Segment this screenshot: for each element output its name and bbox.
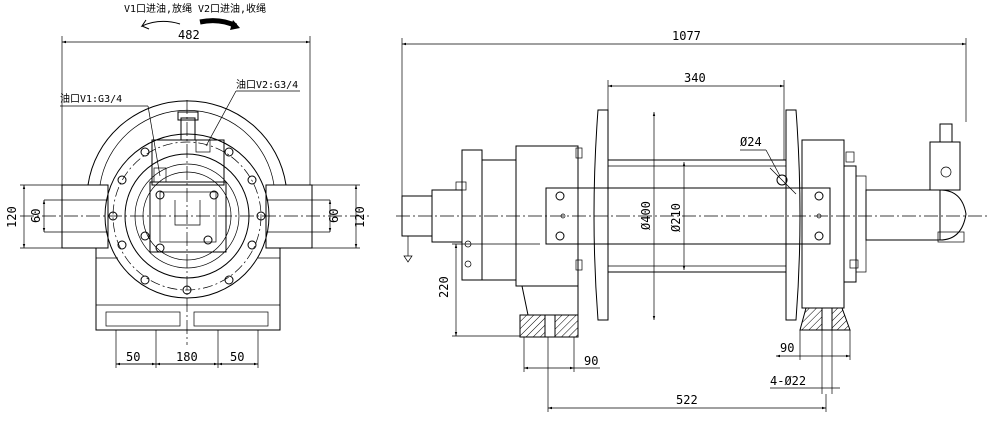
side-dim-holes: 4-Ø22	[770, 374, 806, 388]
front-dim-120-left: 120	[5, 206, 19, 228]
side-dim-d24: Ø24	[740, 135, 762, 149]
front-dim-60-right: 60	[327, 209, 341, 223]
side-view: 1077 340 Ø400	[396, 29, 990, 412]
side-dim-522: 522	[676, 393, 698, 407]
side-dim-340: 340	[684, 71, 706, 85]
right-rotation-arrow-icon	[199, 18, 238, 29]
left-foot	[521, 285, 579, 316]
side-dim-90-right: 90	[780, 341, 794, 355]
left-rotation-arrow-icon	[140, 19, 181, 30]
port-v2-label: 油口V2:G3/4	[236, 78, 298, 91]
side-dim-220: 220	[437, 276, 451, 298]
front-view: 482 120 60 120 60	[5, 28, 372, 368]
side-length-dim: 1077	[672, 29, 701, 43]
front-dim-50-left: 50	[126, 350, 140, 364]
v1-rotation-label: V1口进油,放绳	[124, 2, 192, 15]
front-dim-180: 180	[176, 350, 198, 364]
left-drum-flange	[593, 109, 609, 321]
v2-rotation-label: V2口进油,收绳	[198, 2, 266, 15]
side-dim-d210: Ø210	[669, 203, 683, 232]
rotation-legend: V1口进油,放绳 V2口进油,收绳	[124, 2, 266, 30]
right-drum-flange	[785, 109, 801, 321]
port-v1-label: 油口V1:G3/4	[60, 92, 122, 105]
front-width-dim: 482	[178, 28, 200, 42]
flange-bolt-holes	[108, 147, 266, 295]
side-dim-d400: Ø400	[639, 201, 653, 230]
front-dim-120-right: 120	[353, 206, 367, 228]
side-dim-90-left: 90	[584, 354, 598, 368]
front-dim-60-left: 60	[29, 209, 43, 223]
front-dim-50-right: 50	[230, 350, 244, 364]
